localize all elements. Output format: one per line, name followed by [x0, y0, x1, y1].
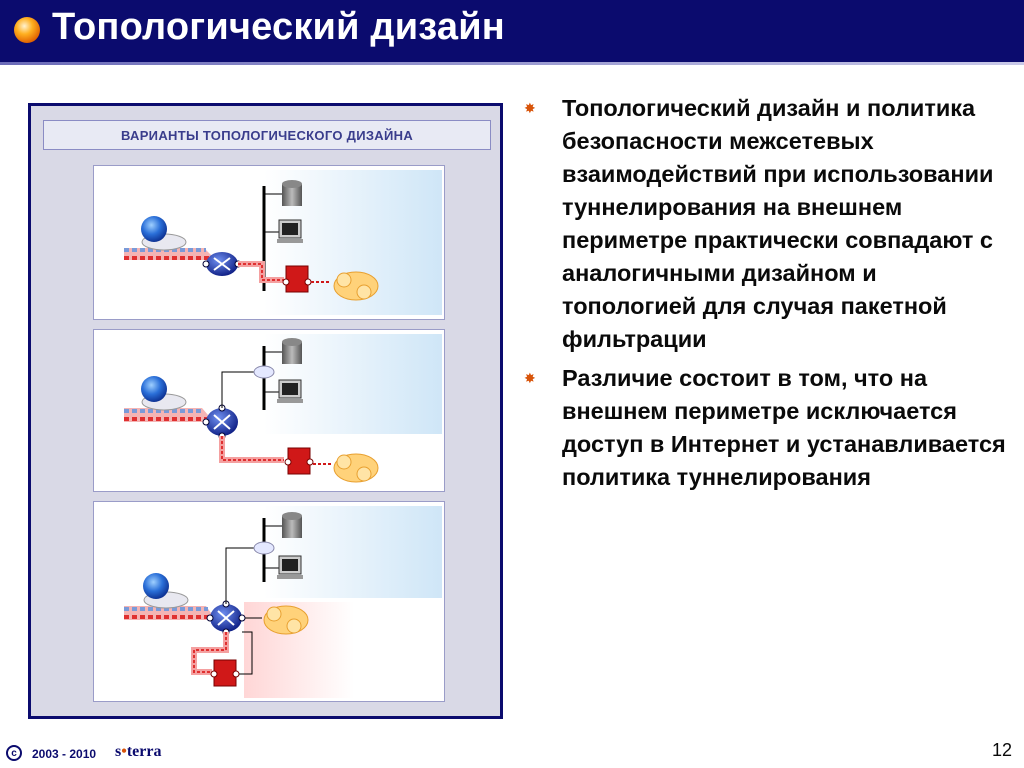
- firewall-icon: [210, 659, 240, 687]
- router-icon: [202, 252, 242, 276]
- globe-icon: [141, 216, 167, 242]
- bullet-text: Топологический дизайн и политика безопас…: [562, 95, 994, 352]
- slide-title: Топологический дизайн: [52, 6, 505, 48]
- router-icon: [202, 404, 238, 440]
- globe-icon: [141, 376, 167, 402]
- router-icon: [206, 600, 246, 636]
- variant-panel-3: [93, 501, 445, 702]
- remote-network-cloud-icon: [333, 453, 379, 483]
- logo-s: s: [115, 743, 122, 760]
- switch-cloud-icon: [253, 365, 275, 379]
- copyright-icon: c: [6, 745, 22, 761]
- database-server-icon: [282, 180, 302, 206]
- title-bullet-icon: [14, 17, 40, 43]
- switch-cloud-icon: [253, 541, 275, 555]
- bullet-star-icon: ✸: [524, 371, 536, 387]
- bullet-text: Различие состоит в том, что на внешнем п…: [562, 365, 1006, 490]
- page-number: 12: [991, 740, 1012, 760]
- bullet-item: ✸ Топологический дизайн и политика безоп…: [524, 92, 1014, 356]
- logo-rest: terra: [126, 743, 162, 760]
- variant-panel-1: [93, 165, 445, 320]
- title-bar: Топологический дизайн: [0, 0, 1024, 62]
- logo-dot: •: [121, 743, 127, 760]
- workstation-icon: [277, 219, 303, 243]
- workstation-icon: [277, 379, 303, 403]
- remote-network-cloud-icon: [333, 271, 379, 301]
- diagram-heading: ВАРИАНТЫ ТОПОЛОГИЧЕСКОГО ДИЗАЙНА: [43, 120, 491, 150]
- remote-network-cloud-icon: [263, 605, 309, 635]
- database-server-icon: [282, 338, 302, 364]
- tunnel-pipe: [124, 408, 214, 422]
- database-server-icon: [282, 512, 302, 538]
- bullet-star-icon: ✸: [524, 101, 536, 117]
- bullet-item: ✸ Различие состоит в том, что на внешнем…: [524, 362, 1014, 494]
- variant-panel-2: [93, 329, 445, 492]
- tunnel-pipe: [124, 606, 216, 620]
- workstation-icon: [277, 555, 303, 579]
- firewall-icon: [282, 265, 312, 293]
- title-underline: [0, 62, 1024, 65]
- bullet-list: ✸ Топологический дизайн и политика безоп…: [524, 92, 1014, 500]
- topology-diagram: ВАРИАНТЫ ТОПОЛОГИЧЕСКОГО ДИЗАЙНА: [28, 103, 503, 719]
- footer-years: 2003 - 2010: [32, 747, 97, 761]
- firewall-icon: [284, 447, 314, 475]
- company-logo: s•terra: [115, 743, 161, 761]
- globe-icon: [143, 573, 169, 599]
